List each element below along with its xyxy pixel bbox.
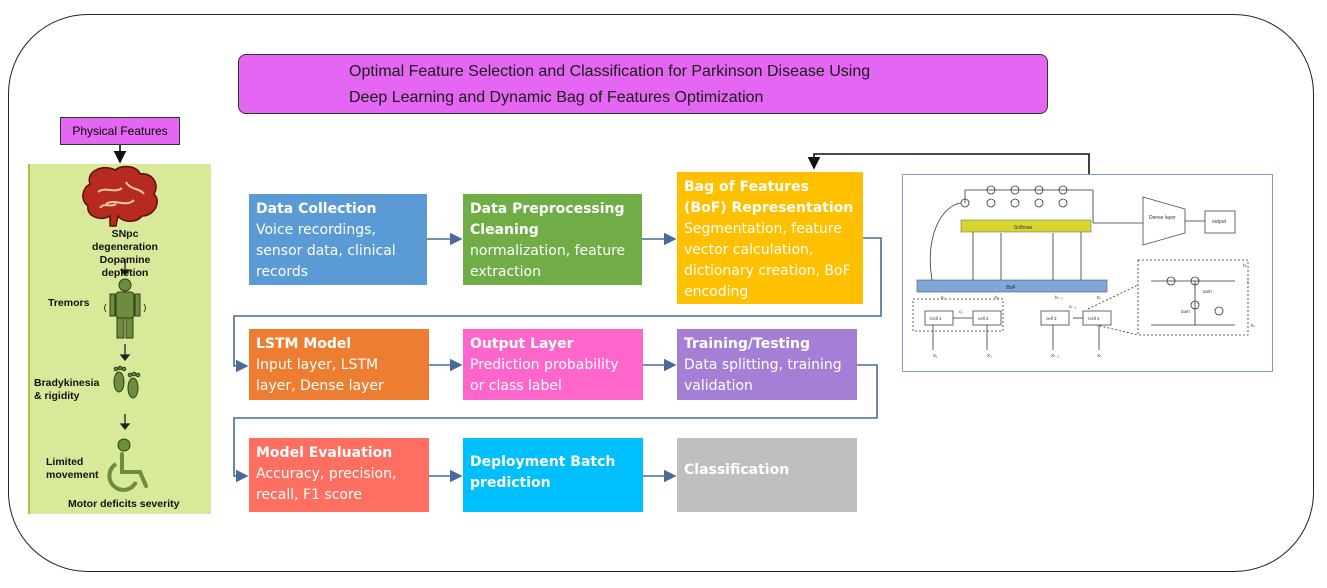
physical-icons-layer — [82, 165, 158, 492]
cell-1-label: Cell 1 — [930, 316, 942, 321]
box-deployment-title: Deployment Batch prediction — [470, 454, 616, 491]
cell-2-label: cell 2 — [978, 316, 989, 321]
brain-icon — [82, 165, 158, 227]
cell-1 — [924, 310, 954, 326]
stage-snpc-label: SNpc degeneration Dopamine depletion — [83, 228, 167, 280]
stage-limited-label: Limited movement — [46, 456, 99, 482]
box-model-evaluation-title: Model Evaluation — [256, 445, 393, 461]
box-output-layer-desc: Prediction probability or class label — [470, 357, 619, 394]
h-label-4: hₜ — [1097, 295, 1102, 300]
gate-tanh-2: tanh — [1181, 309, 1190, 314]
box-bag-of-features-desc: Segmentation, feature vector calculation… — [684, 221, 851, 300]
box-bag-of-features: Bag of Features (BoF) Representation Seg… — [677, 172, 863, 304]
x-label-1: X₁ — [933, 353, 938, 358]
x-label-4: Xₜ — [1097, 353, 1102, 358]
box-preprocessing-title: Data Preprocessing Cleaning — [470, 201, 625, 238]
stage-tremors-label: Tremors — [48, 297, 90, 309]
diagram-title: Optimal Feature Selection and Classifica… — [238, 54, 1048, 114]
person-icon — [104, 278, 146, 339]
title-line-1: Optimal Feature Selection and Classifica… — [349, 63, 871, 80]
arrow-training-evaluation — [233, 364, 878, 483]
stage-severity-label: Motor deficits severity — [68, 498, 180, 510]
gate-h-top: hₜ — [1243, 263, 1248, 268]
physical-features-panel: SNpc degeneration Dopamine depletion Tre… — [28, 164, 211, 514]
cell-3-label: cell 3 — [1046, 316, 1057, 321]
box-output-layer: Output Layer Prediction probability or c… — [463, 329, 643, 400]
cell-2 — [972, 310, 1002, 326]
stage-arrows — [119, 259, 131, 431]
output-label: output — [1212, 219, 1227, 225]
box-model-evaluation: Model Evaluation Accuracy, precision, re… — [249, 438, 429, 512]
physical-features-header: Physical Features — [60, 117, 180, 145]
cell-4 — [1082, 310, 1112, 326]
stage-limited-line2: movement — [46, 469, 99, 481]
bof-label: BoF — [1006, 285, 1015, 291]
box-classification-title: Classification — [684, 462, 790, 478]
box-lstm-model-title: LSTM Model — [256, 336, 352, 352]
gate-c: c — [1247, 279, 1250, 284]
wheelchair-icon — [107, 438, 148, 492]
box-training-testing-title: Training/Testing — [684, 336, 811, 352]
x-label-3: Xₜ₋₁ — [1051, 353, 1060, 358]
title-line-2: Deep Learning and Dynamic Bag of Feature… — [349, 89, 764, 106]
box-bag-of-features-title: Bag of Features (BoF) Representation — [684, 179, 854, 216]
box-deployment: Deployment Batch prediction — [463, 438, 643, 512]
c-label-2: cₜ₋₁ — [1069, 304, 1077, 309]
arrow-bof-lstm — [233, 237, 882, 373]
bof-layer — [916, 279, 1108, 293]
x-label-2: X₂ — [987, 353, 992, 358]
footprints-icon — [113, 365, 141, 399]
c-label-1: c₁ — [959, 309, 963, 314]
box-data-collection-title: Data Collection — [256, 201, 377, 217]
stage-limited-line1: Limited — [46, 456, 84, 468]
stage-snpc-line2: Dopamine depletion — [99, 254, 151, 279]
softmax-label: Softmax — [1014, 225, 1033, 231]
dense-layer — [1142, 196, 1186, 246]
box-training-testing-desc: Data splitting, training validation — [684, 357, 842, 394]
box-output-layer-title: Output Layer — [470, 336, 574, 352]
gate-h-bottom: hₜ — [1251, 323, 1256, 328]
output-node — [1204, 210, 1236, 234]
softmax-layer — [960, 219, 1092, 233]
stage-bradykinesia-line2: & rigidity — [34, 390, 80, 402]
stage-bradykinesia-line1: Bradykinesia — [34, 377, 100, 389]
box-preprocessing-desc: normalization, feature extraction — [470, 243, 626, 280]
h-label-3: hₜ₋₁ — [1055, 295, 1063, 300]
lstm-architecture-diagram: Softmax BoF Dense layer output Cell 1 ce… — [902, 174, 1273, 372]
stage-snpc-line1: SNpc degeneration — [92, 228, 158, 253]
box-preprocessing: Data Preprocessing Cleaning normalizatio… — [463, 194, 642, 285]
stage-bradykinesia-label: Bradykinesia & rigidity — [34, 377, 99, 403]
box-lstm-model-desc: Input layer, LSTM layer, Dense layer — [256, 357, 384, 394]
box-data-collection: Data Collection Voice recordings, sensor… — [249, 194, 427, 285]
box-classification: Classification — [677, 438, 857, 512]
h-label-2: h₂ — [995, 295, 1000, 300]
box-training-testing: Training/Testing Data splitting, trainin… — [677, 329, 857, 400]
box-model-evaluation-desc: Accuracy, precision, recall, F1 score — [256, 466, 397, 503]
cell-4-label: Cell 4 — [1088, 316, 1100, 321]
box-data-collection-desc: Voice recordings, sensor data, clinical … — [256, 222, 396, 280]
gate-tanh-1: tanh — [1203, 289, 1212, 294]
cell-3 — [1040, 310, 1070, 326]
arrow-network-to-bof — [807, 153, 1090, 174]
lstm-schematic: Softmax BoF Dense layer output Cell 1 ce… — [912, 185, 1256, 358]
box-lstm-model: LSTM Model Input layer, LSTM layer, Dens… — [249, 329, 429, 400]
h-label-1: h₁ — [941, 295, 946, 300]
dense-label: Dense layer — [1149, 215, 1176, 221]
outer-frame — [8, 14, 1314, 572]
